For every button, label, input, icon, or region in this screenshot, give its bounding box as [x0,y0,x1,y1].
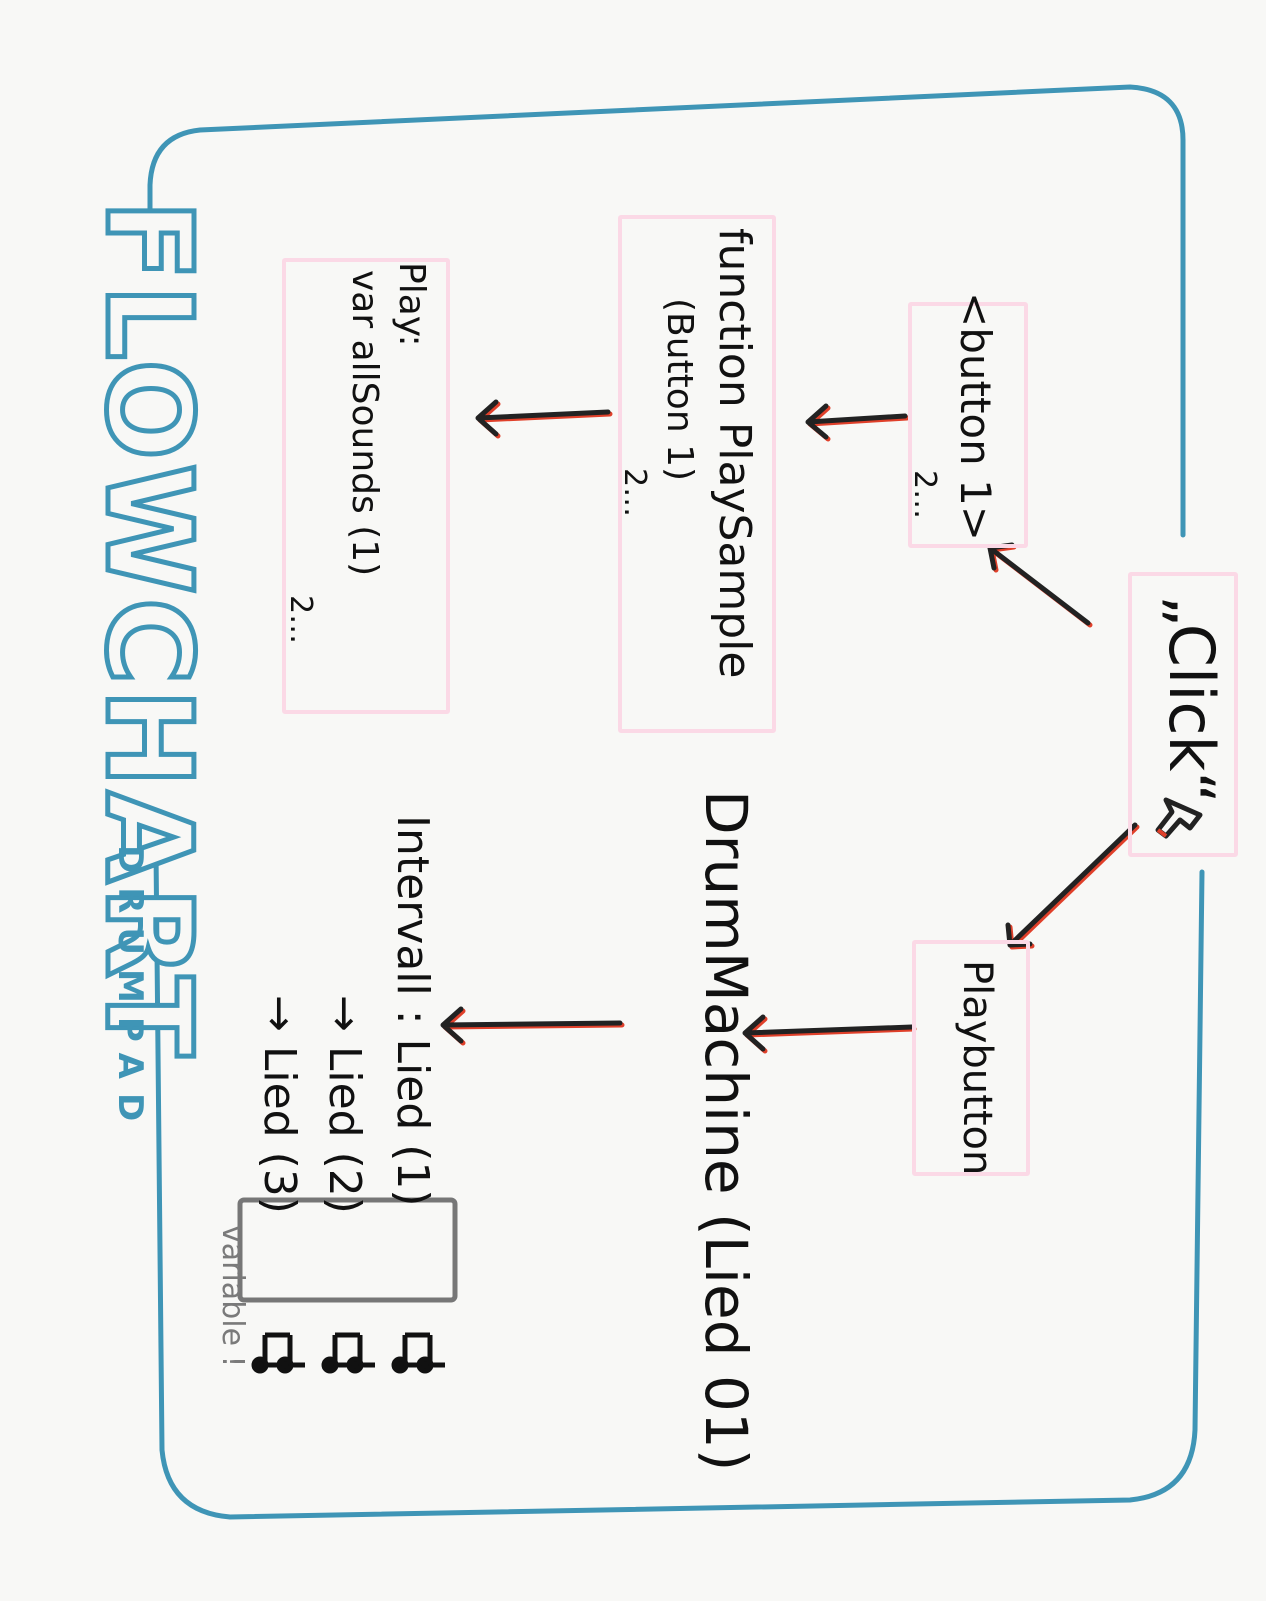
node-interval-line3: → Lied (3) [254,995,305,1214]
music-note-icon [251,1332,305,1374]
node-play-line2: var allSounds (1) [344,270,385,577]
node-box-click [1128,572,1238,857]
arrow-function-to-play [475,399,613,439]
node-function-more: 2… [617,468,652,518]
node-box-play [282,258,450,714]
node-interval-line2: → Lied (2) [319,995,370,1214]
cursor-icon [1155,797,1203,839]
music-note-icon [321,1332,375,1374]
node-play-more: 2… [283,595,318,645]
node-play-line1: Play: [391,262,432,347]
outer-frame [147,84,1186,538]
page-subtitle: DRUMPAD [110,845,150,1136]
node-drummachine: DrumMachine (Lied 01) [692,790,760,1472]
arrow-drummachine-to-interval [440,1006,625,1046]
node-box-function [618,215,776,733]
arrow-playbutton-to-drummachine [742,1014,917,1054]
node-button: <button 1> [951,292,1000,541]
arrow-click-to-button [987,542,1093,628]
node-playbutton: Playbutton [954,960,1000,1176]
node-box-button [908,302,1028,548]
node-function-line2: (Button 1) [659,298,700,482]
node-button-more: 2… [907,470,942,520]
node-box-playbutton [912,940,1030,1176]
node-function-line1: function PlaySample [709,228,760,679]
variable-box [237,1197,458,1303]
node-click: „Click“ [1155,595,1228,804]
arrow-click-to-playbutton [1005,822,1140,950]
arrow-button-to-function [805,403,910,442]
variable-note: variable ! [215,1225,250,1368]
outer-frame-lower [153,849,1205,1520]
music-note-icon [391,1332,445,1374]
node-interval-line1: Intervall : Lied (1) [387,815,438,1207]
